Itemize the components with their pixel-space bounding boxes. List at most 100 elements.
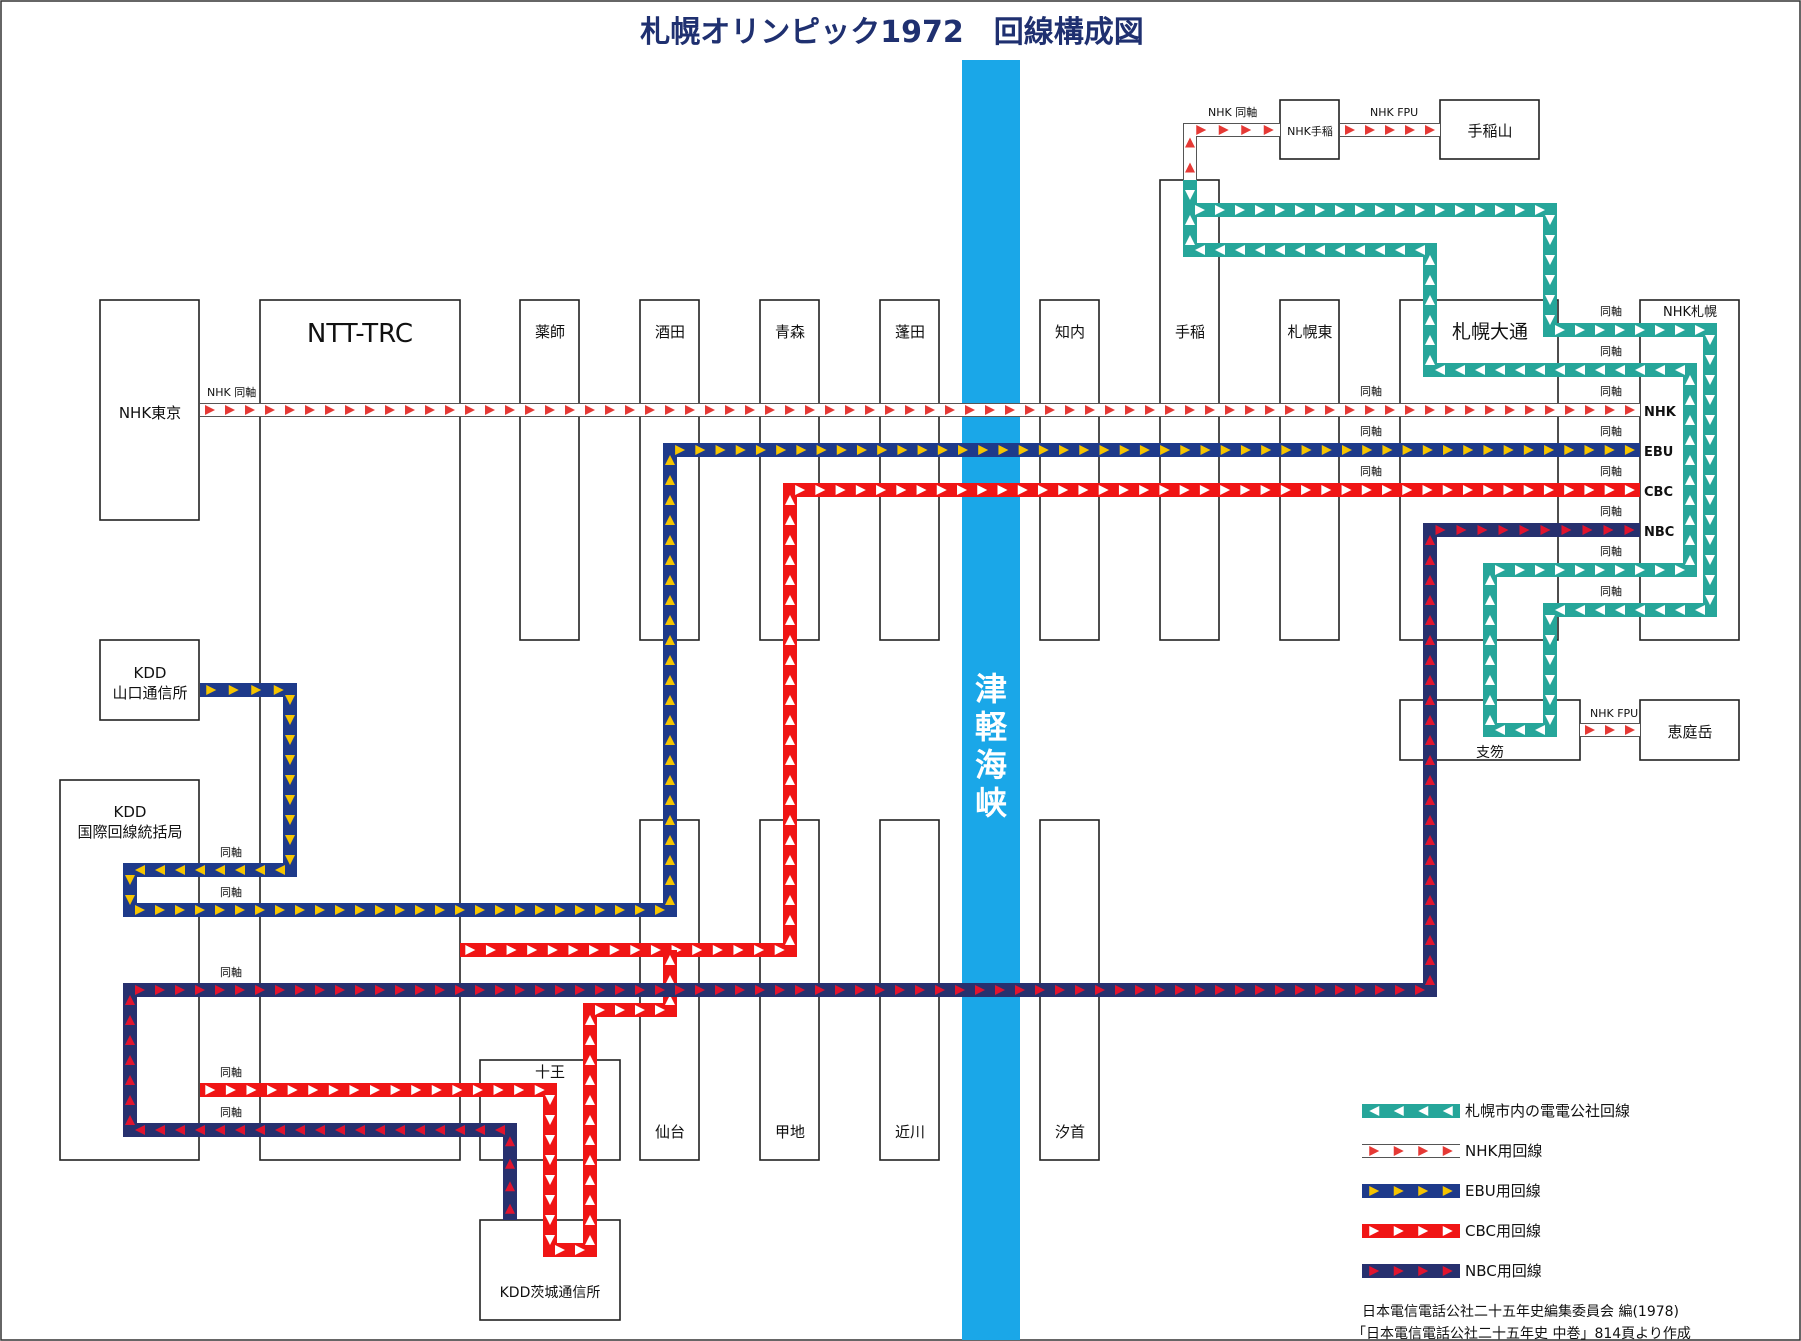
route-arrow <box>995 985 1005 995</box>
route-arrow <box>692 945 703 955</box>
route-arrow <box>375 905 385 915</box>
route-arrow <box>1059 445 1070 455</box>
route-arrow <box>1475 205 1485 215</box>
route-arrow <box>1525 405 1535 415</box>
route-arrow <box>785 935 795 945</box>
route-arrow <box>285 795 295 805</box>
route-arrow <box>615 985 625 995</box>
route-arrow <box>775 985 785 995</box>
box-kdd-yamaguchi <box>99 639 200 721</box>
route-arrow <box>1139 445 1150 455</box>
route-arrow <box>349 1085 360 1095</box>
route-arrow <box>1305 405 1315 415</box>
route-arrow <box>1442 1146 1453 1156</box>
route-arrow <box>1442 1186 1453 1196</box>
route-arrow <box>1425 125 1435 135</box>
route-arrow <box>1015 985 1025 995</box>
route-arrow <box>615 905 625 915</box>
route-arrow <box>555 905 565 915</box>
route-arrow <box>1625 405 1635 415</box>
route-arrow <box>1395 245 1405 255</box>
route-arrow <box>978 445 989 455</box>
route-arrow <box>1037 485 1048 495</box>
route-arrow <box>1675 565 1685 575</box>
route-arrow <box>1045 405 1055 415</box>
route-arrow <box>535 905 545 915</box>
route-arrow <box>1675 605 1685 615</box>
ann-nhk-fpu-eniwa: NHK FPU <box>1590 707 1638 720</box>
route-arrow <box>1685 515 1695 525</box>
route-arrow <box>125 1035 135 1045</box>
route-arrow <box>1425 675 1435 685</box>
route-arrow <box>1196 125 1207 135</box>
route-arrow <box>355 985 365 995</box>
route-arrow <box>1220 445 1231 455</box>
route-arrow <box>411 1085 422 1095</box>
route-band <box>123 523 1640 1220</box>
route-arrow <box>1075 985 1085 995</box>
route-arrow <box>1485 675 1495 685</box>
ann-coax-odori-cbc: 同軸 <box>1360 464 1382 478</box>
route-nhk <box>200 403 1640 417</box>
route-arrow <box>1369 1106 1380 1116</box>
route-arrow <box>785 615 795 625</box>
route-arrow <box>1705 415 1715 425</box>
route-arrow <box>505 405 515 415</box>
route-arrow <box>155 905 165 915</box>
route-arrow <box>595 1005 605 1015</box>
route-arrow <box>1705 535 1715 545</box>
route-arrow <box>916 485 927 495</box>
route-arrow <box>785 875 795 885</box>
route-arrow <box>1605 405 1615 415</box>
route-arrow <box>575 985 585 995</box>
route-arrow <box>1425 595 1435 605</box>
route-arrow <box>225 1085 236 1095</box>
route-arrow <box>735 445 746 455</box>
route-arrow <box>1555 605 1565 615</box>
route-arrow <box>575 1245 585 1255</box>
route-arrow <box>206 685 217 695</box>
route-arrow <box>1382 485 1393 495</box>
route-arrow <box>895 985 905 995</box>
route-arrow <box>1425 275 1435 285</box>
route-arrow <box>1545 295 1555 305</box>
route-arrow <box>665 995 675 1005</box>
label-nhk-teine: NHK手稲 <box>1287 124 1333 138</box>
route-arrow <box>1425 795 1435 805</box>
route-arrow <box>1195 205 1205 215</box>
route-arrow <box>1545 255 1555 265</box>
legend-label-nhk: NHK用回線 <box>1465 1142 1542 1160</box>
route-arrow <box>985 405 995 415</box>
route-arrow <box>506 945 517 955</box>
route-arrow <box>1603 525 1614 535</box>
route-arrow <box>1483 485 1494 495</box>
route-arrow <box>575 905 585 915</box>
route-arrow <box>1425 535 1435 545</box>
route-arrow <box>565 405 575 415</box>
route-arrow <box>273 685 284 695</box>
legend-label-ebu: EBU用回線 <box>1465 1182 1541 1200</box>
route-arrow <box>665 635 675 645</box>
route-arrow <box>1635 365 1645 375</box>
route-arrow <box>665 855 675 865</box>
route-arrow <box>125 875 135 885</box>
route-arrow <box>1325 405 1335 415</box>
route-arrow <box>1595 565 1605 575</box>
label-ntt-trc: NTT-TRC <box>307 319 413 349</box>
route-arrow <box>585 1235 595 1245</box>
route-arrow <box>774 945 785 955</box>
route-arrow <box>285 775 295 785</box>
route-arrow <box>1495 365 1505 375</box>
route-arrow <box>585 1115 595 1125</box>
tag-nhk: NHK <box>1644 405 1677 420</box>
route-arrow <box>785 635 795 645</box>
route-nhk <box>1183 123 1280 180</box>
route-arrow <box>275 905 285 915</box>
route-arrow <box>1535 205 1545 215</box>
route-arrow <box>1017 485 1028 495</box>
route-arrow <box>665 455 675 465</box>
route-arrow <box>1604 445 1615 455</box>
route-arrow <box>1295 205 1305 215</box>
route-arrow <box>865 405 875 415</box>
route-arrow <box>585 1095 595 1105</box>
